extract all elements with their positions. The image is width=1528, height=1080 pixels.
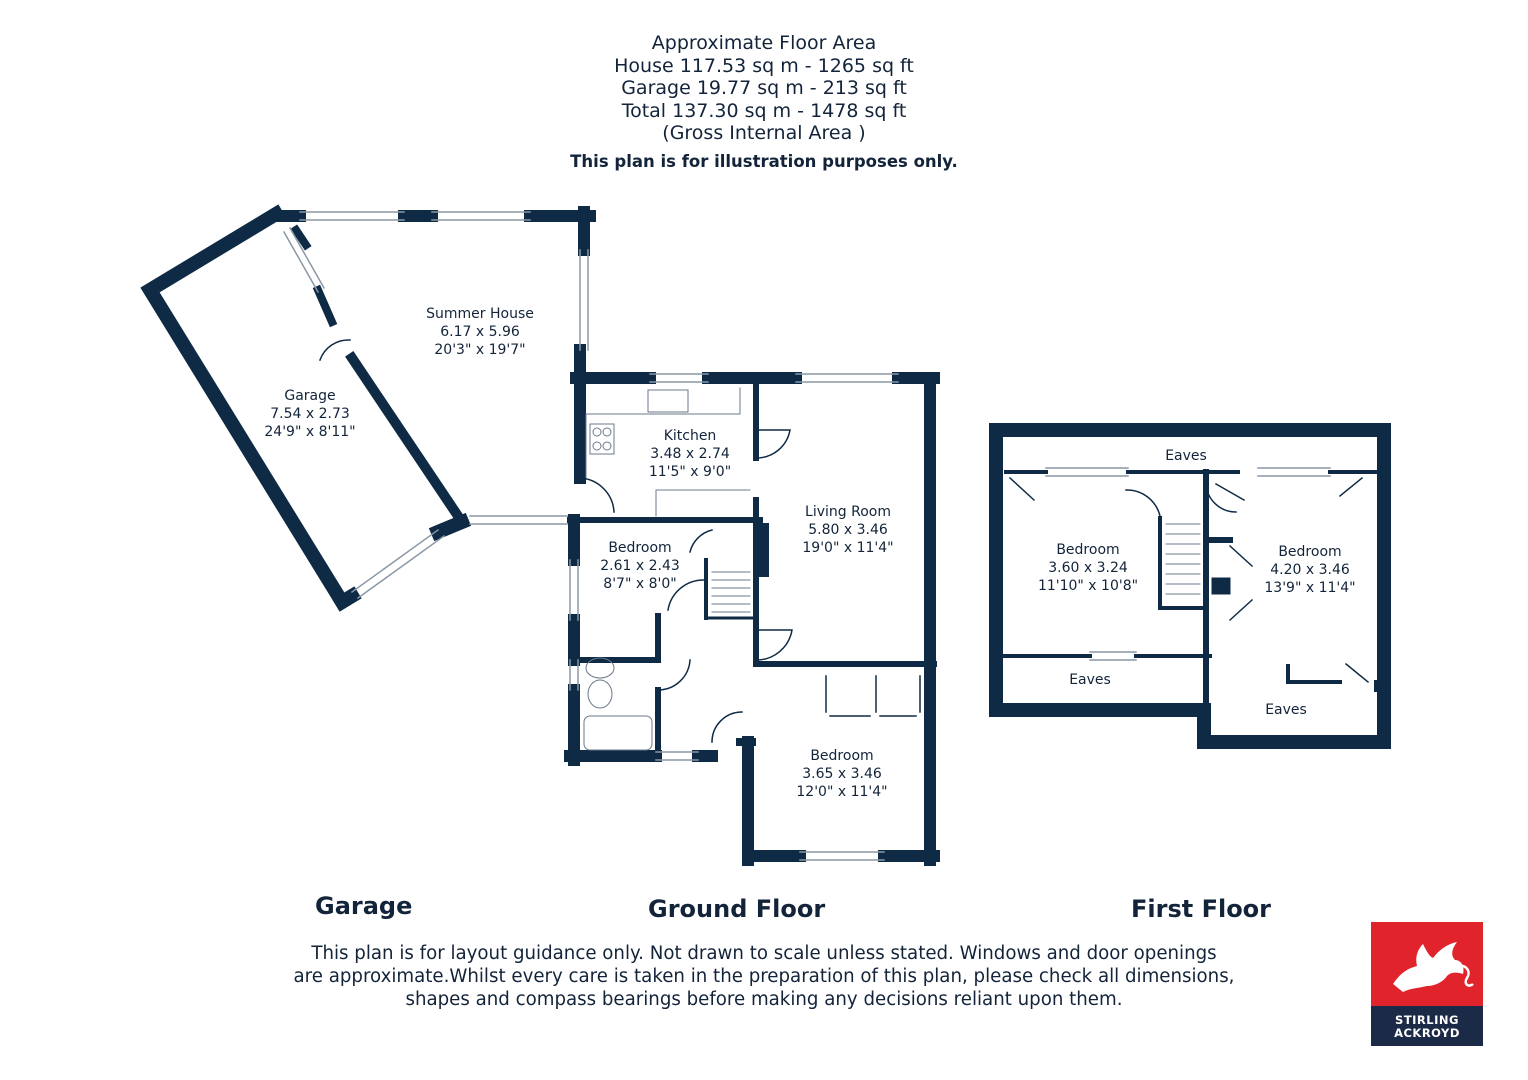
summer-house-windows: [299, 211, 589, 525]
kitchen-metric: 3.48 x 2.74: [650, 446, 730, 462]
garage-window: [282, 226, 326, 294]
bedroom-small-metric: 2.61 x 2.43: [600, 558, 680, 574]
bedroom-large-imperial: 12'0" x 11'4": [796, 784, 887, 800]
kitchen-fittings: [585, 387, 751, 517]
living-room-imperial: 19'0" x 11'4": [802, 540, 893, 556]
floor-label-ground: Ground Floor: [648, 895, 826, 923]
bedroom-first-right-name: Bedroom: [1278, 544, 1341, 560]
bathroom-fittings: [583, 657, 653, 751]
first-floor-doors: [1008, 476, 1370, 684]
logo-line-1: STIRLING: [1395, 1013, 1459, 1027]
garage-walls: [140, 204, 472, 612]
disclaimer-line-3: shapes and compass bearings before makin…: [405, 989, 1123, 1010]
logo-line-2: ACKROYD: [1394, 1026, 1460, 1040]
garage-area: Garage 19.77 sq m - 213 sq ft: [621, 77, 907, 99]
floor-label-garage: Garage: [315, 892, 413, 920]
first-floor-windows: [1045, 467, 1331, 661]
ground-doors: [579, 429, 921, 743]
garage-imperial: 24'9" x 8'11": [264, 424, 355, 440]
first-floor-stairs: [1165, 523, 1201, 595]
bedroom-first-right-imperial: 13'9" x 11'4": [1264, 580, 1355, 596]
bedroom-first-right-metric: 4.20 x 3.46: [1270, 562, 1350, 578]
logo-wordmark: STIRLING ACKROYD: [1371, 1006, 1483, 1046]
living-room-name: Living Room: [805, 504, 891, 520]
bedroom-first-left-metric: 3.60 x 3.24: [1048, 560, 1128, 576]
gross-internal-area: (Gross Internal Area ): [662, 122, 866, 144]
disclaimer: This plan is for layout guidance only. N…: [0, 942, 1528, 1011]
illustration-note: This plan is for illustration purposes o…: [570, 152, 958, 171]
disclaimer-line-2: are approximate.Whilst every care is tak…: [293, 966, 1235, 987]
eaves-bottom-left: Eaves: [1069, 672, 1111, 688]
summer-house-walls: [270, 206, 596, 386]
garage-door: [350, 528, 446, 600]
summer-house-imperial: 20'3" x 19'7": [434, 342, 525, 358]
griffin-icon: [1393, 942, 1474, 992]
stirling-ackroyd-logo: STIRLING ACKROYD: [1371, 922, 1483, 1046]
floor-label-first: First Floor: [1131, 895, 1272, 923]
bedroom-first-left-imperial: 11'10" x 10'8": [1038, 578, 1138, 594]
floor-area-summary: Approximate Floor Area House 117.53 sq m…: [0, 32, 1528, 145]
bedroom-first-left-name: Bedroom: [1056, 542, 1119, 558]
eaves-bottom-right: Eaves: [1265, 702, 1307, 718]
garage-internal-door: [319, 339, 351, 361]
eaves-top: Eaves: [1165, 448, 1207, 464]
bedroom-large-name: Bedroom: [810, 748, 873, 764]
bedroom-small-name: Bedroom: [608, 540, 671, 556]
bedroom-small-imperial: 8'7" x 8'0": [603, 576, 676, 592]
floor-area-title: Approximate Floor Area: [651, 32, 877, 54]
first-floor-walls: [989, 423, 1391, 749]
garage-name: Garage: [284, 388, 335, 404]
disclaimer-line-1: This plan is for layout guidance only. N…: [311, 943, 1217, 964]
ground-floor-walls: [564, 372, 940, 866]
ground-floor-windows: [569, 373, 899, 861]
ground-stairs: [711, 571, 751, 613]
kitchen-name: Kitchen: [664, 428, 717, 444]
griffin-emblem: [1371, 922, 1483, 1006]
living-room-metric: 5.80 x 3.46: [808, 522, 888, 538]
total-area: Total 137.30 sq m - 1478 sq ft: [621, 99, 907, 122]
garage-metric: 7.54 x 2.73: [270, 406, 350, 422]
summer-house-metric: 6.17 x 5.96: [440, 324, 520, 340]
house-area: House 117.53 sq m - 1265 sq ft: [614, 54, 914, 77]
summer-house-name: Summer House: [426, 306, 534, 322]
kitchen-imperial: 11'5" x 9'0": [649, 464, 731, 480]
bedroom-large-metric: 3.65 x 3.46: [802, 766, 882, 782]
